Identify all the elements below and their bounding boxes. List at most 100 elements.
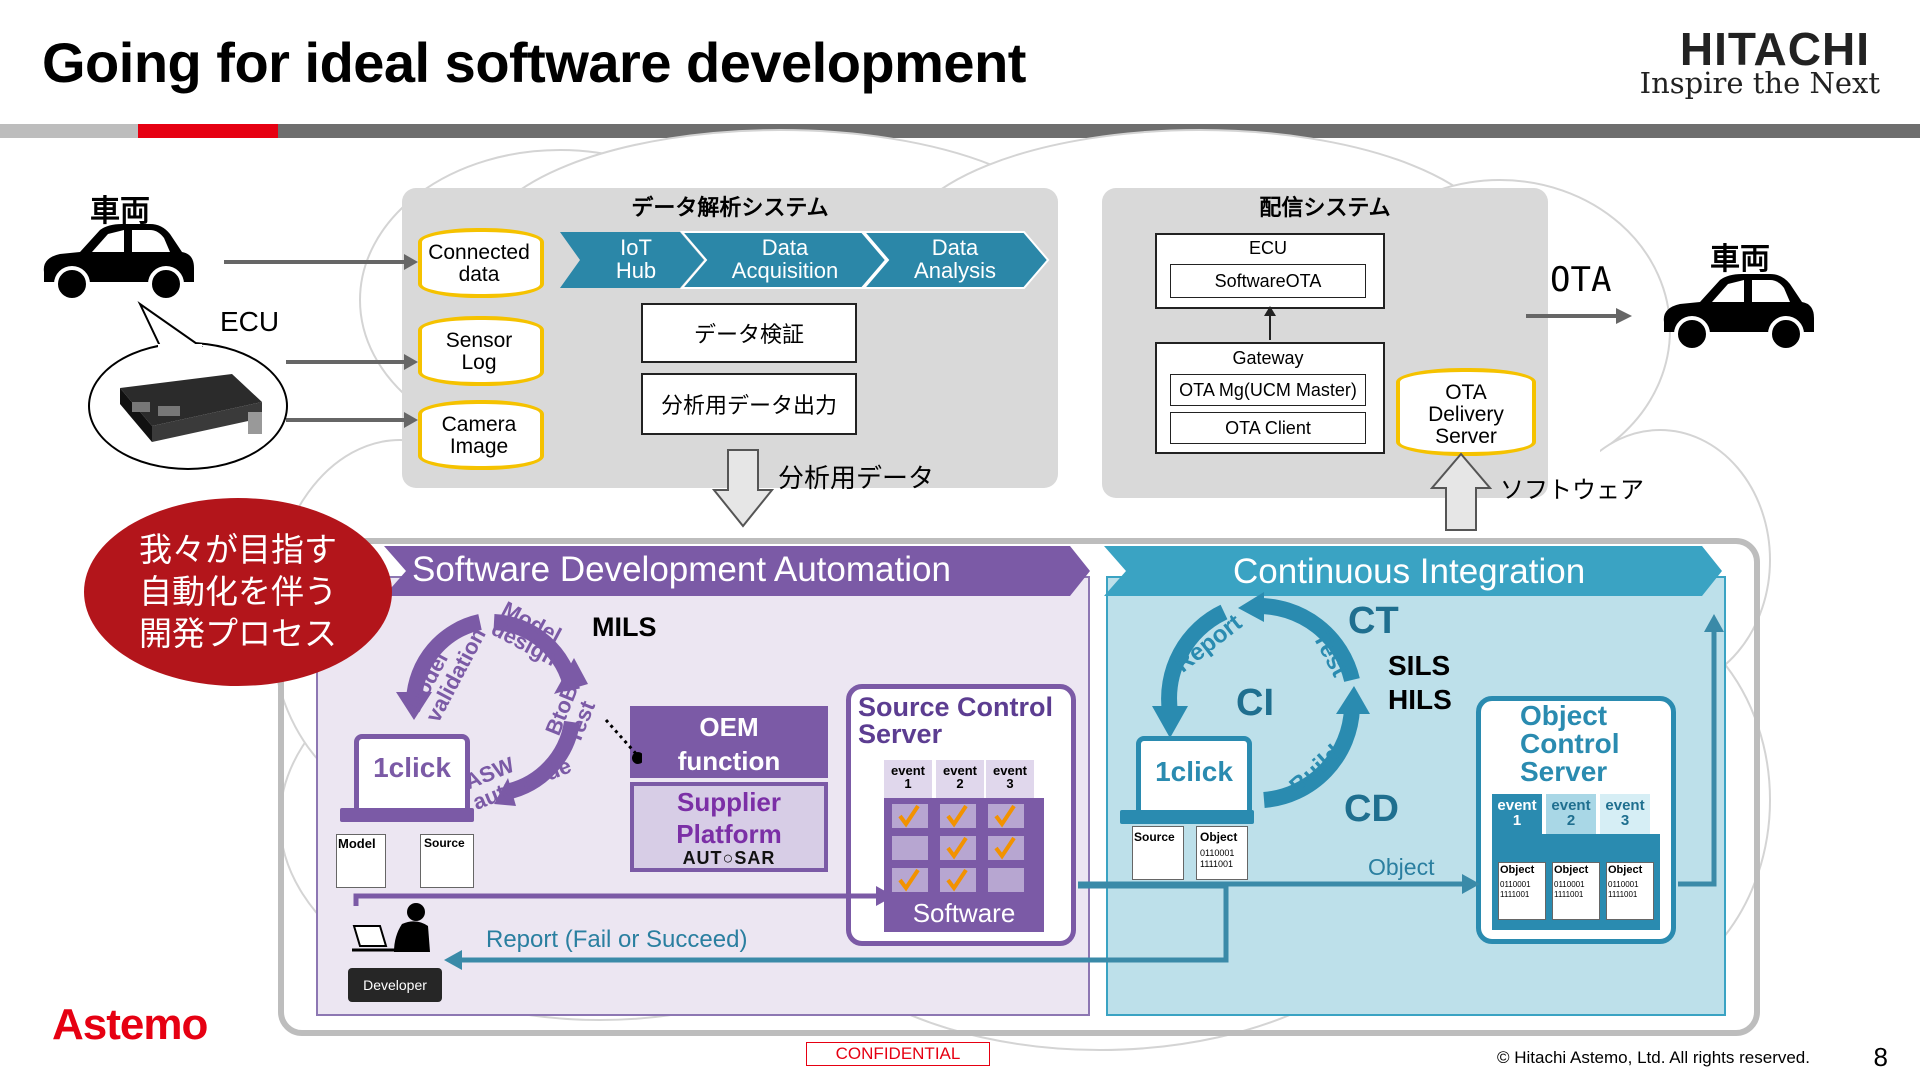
ci-event-tab-3 (1600, 794, 1650, 834)
ci-band (1104, 546, 1722, 596)
header-rule-light (0, 124, 138, 138)
ecu-device-icon (120, 374, 262, 442)
hils-label: HILS (1388, 684, 1452, 715)
object-flow-label: Object (1368, 854, 1435, 880)
cd-label: CD (1344, 788, 1399, 830)
ota-mg-box: OTA Mg(UCM Master) (1170, 374, 1366, 406)
goal-bubble-text: 我々が目指す 自動化を伴う 開発プロセス (139, 531, 337, 652)
developer-icon (352, 903, 430, 952)
ecu-box-label: ECU (1248, 238, 1287, 258)
data-output-box: 分析用データ出力 (641, 373, 857, 435)
gateway-box-label: Gateway (1232, 348, 1304, 368)
oem-function-label: OEM function (677, 712, 781, 776)
ci-cycle-arrows (1152, 592, 1370, 808)
header-rule (0, 124, 1920, 138)
car-icon-left (43, 224, 194, 302)
ota-delivery-server-cylinder (1396, 368, 1536, 456)
process-container (278, 538, 1760, 1036)
sensor-log-label: Sensor Log (445, 329, 513, 374)
oem-connector-dots (604, 719, 642, 764)
ct-label: CT (1348, 600, 1399, 642)
object-card-2 (1552, 862, 1600, 920)
analysis-system-title: データ解析システム (631, 195, 829, 220)
sensor-log-cylinder (418, 316, 544, 386)
software-grid (884, 798, 1044, 932)
object-card-3 (1606, 862, 1654, 920)
object-card-1 (1498, 862, 1546, 920)
analysis-data-label: 分析用データ (778, 463, 935, 493)
pipeline-data-acquisition: Data Acquisition (731, 235, 839, 283)
autosar-logo: AUT○SAR (682, 848, 776, 868)
ci-event-3: event 3 (1605, 797, 1645, 829)
software-up-arrow (1430, 452, 1492, 531)
oem-function-box (630, 706, 828, 778)
ci-event-tab-1 (1492, 794, 1542, 834)
ota-client-box: OTA Client (1170, 412, 1366, 444)
source-doc-label: Source (424, 836, 465, 850)
camera-image-cylinder (418, 400, 544, 470)
ci-flow-arrows (1078, 614, 1724, 894)
object-card-1-label: Object (1500, 864, 1535, 876)
sda-event-1: event 1 (891, 763, 925, 791)
ota-label: OTA (1550, 260, 1612, 300)
astemo-logo: Astemo (52, 1000, 208, 1049)
sda-event-3: event 3 (993, 763, 1027, 791)
ecu-bubble-tail (137, 301, 204, 350)
software-ota-box: SoftwareOTA (1170, 264, 1366, 298)
report-label: Report (Fail or Succeed) (486, 926, 748, 953)
ci-source-doc-label: Source (1134, 830, 1175, 844)
source-control-server-title: Source Control Server (858, 692, 1054, 749)
camera-image-label: Camera Image (441, 413, 517, 458)
car-icon-right (1663, 274, 1814, 352)
sda-event-tab-1 (884, 760, 932, 798)
object-card-3-label: Object (1608, 864, 1643, 876)
object-control-server-title: Object Control Server (1520, 700, 1620, 787)
vehicle-left-label: 車両 (90, 195, 150, 228)
gateway-up-arrow (1264, 306, 1276, 340)
ci-event-2: event 2 (1551, 797, 1591, 829)
model-doc-label: Model (338, 836, 376, 851)
ci-source-doc-icon (1132, 826, 1184, 880)
ci-object-doc-icon (1196, 826, 1248, 880)
source-doc-icon (420, 834, 474, 888)
sda-laptop-screen[interactable] (354, 734, 470, 818)
confidential-stamp: CONFIDENTIAL (806, 1042, 990, 1066)
sda-event-tab-2 (936, 760, 984, 798)
pipeline-data-analysis: Data Analysis (914, 235, 996, 283)
hitachi-logo: HITACHI (1679, 23, 1870, 75)
ci-title: Continuous Integration (1233, 552, 1586, 591)
object-card-3-bits: 0110001 1111001 (1608, 880, 1639, 899)
supplier-platform-label: Supplier Platform (676, 787, 782, 849)
delivery-system-title: 配信システム (1259, 195, 1391, 220)
mils-cycle-arrows (396, 614, 588, 806)
sda-oneclick-label: 1click (373, 752, 451, 783)
sils-label: SILS (1388, 650, 1451, 681)
software-label: ソフトウェア (1500, 477, 1644, 504)
slide-title: Going for ideal software development (42, 31, 1026, 94)
supplier-platform-box (630, 782, 828, 872)
mils-label: MILS (592, 612, 657, 642)
goal-bubble: 我々が目指す 自動化を伴う 開発プロセス (84, 498, 392, 686)
connected-data-label: Connected data (428, 241, 530, 286)
ci-object-doc-label: Object (1200, 830, 1238, 844)
connected-data-cylinder (418, 228, 544, 298)
sda-band (384, 546, 1090, 596)
input-arrows (224, 254, 418, 428)
model-doc-icon (336, 834, 386, 888)
sda-event-tab-3 (986, 760, 1034, 798)
pipeline-chevrons (560, 231, 1050, 289)
hitachi-tagline: Inspire the Next (1639, 66, 1880, 100)
sda-laptop-base (340, 808, 474, 822)
sda-event-2: event 2 (943, 763, 977, 791)
developer-label: Developer (348, 968, 442, 1002)
ci-event-1: event 1 (1497, 797, 1537, 829)
ci-oneclick-label: 1click (1155, 756, 1233, 787)
analysis-down-arrow (712, 449, 774, 528)
pipeline-iot-hub: IoT Hub (615, 235, 657, 283)
ecu-label: ECU (220, 306, 280, 337)
page-number: 8 (1873, 1042, 1888, 1072)
ci-event-tab-2 (1546, 794, 1596, 834)
ci-laptop-base (1120, 810, 1254, 824)
header-rule-accent (138, 124, 278, 138)
vehicle-right-label: 車両 (1710, 243, 1770, 276)
